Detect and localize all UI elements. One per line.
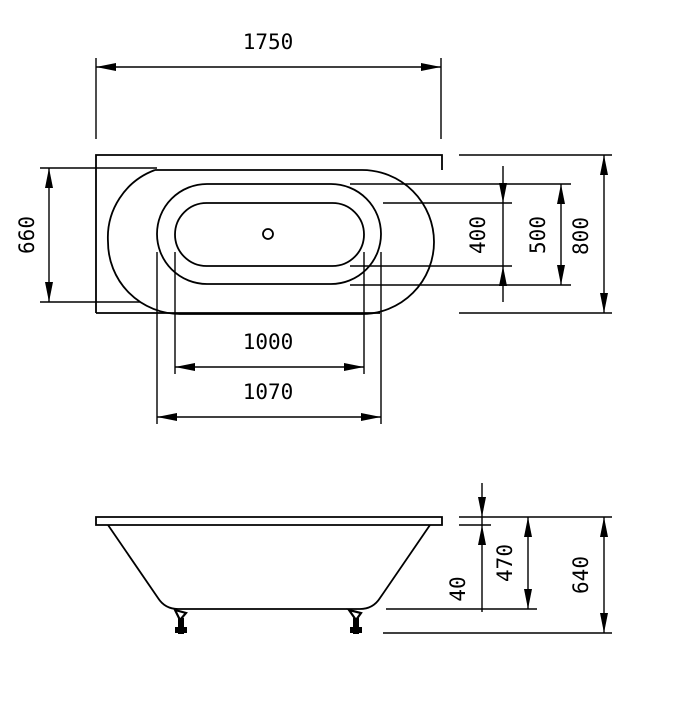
- side-tub-body: [107, 524, 431, 610]
- dimension-depth: 470: [493, 517, 532, 609]
- side-view: 40 470 640: [95, 483, 612, 634]
- dimension-widths-right: 400 500 800: [350, 154, 612, 314]
- dim-label-470: 470: [493, 544, 517, 582]
- dim-label-500: 500: [526, 216, 550, 254]
- dimension-length: 1750: [95, 30, 442, 139]
- dim-label-1750: 1750: [243, 30, 294, 54]
- dim-label-660: 660: [15, 216, 39, 254]
- dim-label-400: 400: [466, 216, 490, 254]
- dim-label-40: 40: [446, 576, 470, 601]
- dimension-basin-outer-length: 1070: [156, 252, 382, 424]
- left-foot: [172, 608, 188, 634]
- basin-outer-outline: [156, 183, 382, 285]
- dimension-rim-thickness: 40: [446, 483, 486, 612]
- outer-basin-outline: [106, 169, 435, 315]
- dimension-inner-rim-width: 660: [15, 167, 157, 303]
- dim-label-1000: 1000: [243, 330, 294, 354]
- dimension-total-height: 640: [569, 517, 608, 633]
- dimension-basin-inner-length: 1000: [174, 252, 365, 374]
- right-foot: [346, 608, 363, 634]
- dim-label-640: 640: [569, 556, 593, 594]
- basin-inner-outline: [174, 202, 365, 267]
- dim-label-800: 800: [569, 217, 593, 255]
- drain-icon: [262, 228, 274, 240]
- side-rim: [95, 516, 443, 526]
- dim-label-1070: 1070: [243, 380, 294, 404]
- top-view: 1750 660 400 500 800: [15, 30, 612, 424]
- tub-rim-outline: [95, 154, 443, 313]
